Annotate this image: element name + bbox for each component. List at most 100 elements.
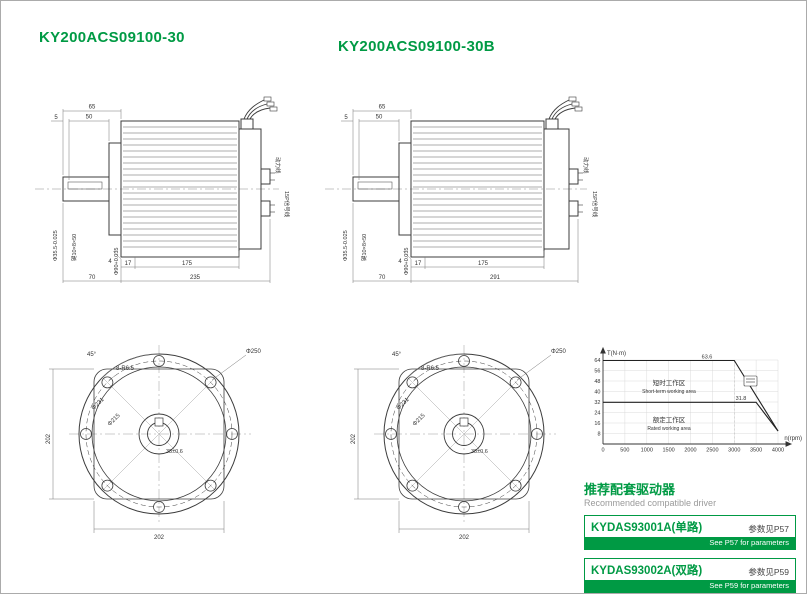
dim-outer-dia: Φ250 (246, 349, 261, 355)
dimension-lines (341, 109, 579, 283)
dim-key: 38±0.6 (166, 449, 183, 455)
dim-pilot-dia: Φ90+0.035 (114, 248, 120, 275)
flange-view-left: 45° Φ250 8-R6.5 Φ231 Φ215 38±0.6 202 202 (46, 345, 261, 541)
x-tick: 0 (601, 448, 604, 454)
dim-pilot: Φ215 (412, 412, 427, 427)
dim-key-spec: 键10×8×50 (360, 234, 368, 261)
centerlines (69, 345, 251, 525)
driver-param-2-cn: 参数见P59 (748, 567, 789, 577)
dim-overall-291: 291 (490, 275, 501, 281)
driver-model-2: KYDAS93002A(双路) (591, 565, 703, 577)
x-tick: 3500 (750, 448, 762, 454)
dimension-lines (51, 109, 271, 283)
chart-y-axis-label: T(N·m) (607, 351, 626, 357)
driver-badge-2: KYDAS93002A(双路) 参数见P59 See P59 for param… (584, 558, 796, 593)
driver-badge-2-row: KYDAS93002A(双路) 参数见P59 (585, 559, 795, 580)
dimension-lines (49, 353, 247, 533)
peak-torque-value: 63.6 (702, 355, 713, 361)
dim-5: 5 (54, 115, 58, 121)
motor-wires (548, 96, 583, 120)
x-tick: 1000 (641, 448, 653, 454)
y-tick: 32 (594, 400, 600, 406)
rated-area-label-cn: 额定工作区 (653, 415, 686, 424)
motor-outline (62, 118, 275, 258)
dim-65: 65 (89, 105, 96, 111)
flange-view-right: 45° Φ250 8-R6.5 Φ231 Φ215 38±0.6 202 202 (351, 345, 566, 541)
driver-section: 推荐配套驱动器 Recommended compatible driver KY… (584, 482, 796, 593)
motor-icon (743, 375, 758, 387)
label-signal-wire: 15P信号线 (283, 191, 291, 218)
label-power-wire: 动力线 (274, 157, 282, 174)
dim-key: 38±0.6 (471, 449, 488, 455)
dim-5: 5 (344, 115, 348, 121)
dim-shaft-dia: Φ35.5-0.025 (53, 230, 59, 261)
model-title-right: KY200ACS09100-30B (338, 38, 495, 55)
chart-y-ticks: 8 16 24 32 40 48 56 64 (594, 358, 600, 438)
dim-pilot-dia: Φ90+0.035 (404, 248, 410, 275)
dim-4: 4 (398, 259, 402, 265)
rated-torque-line (603, 401, 779, 432)
x-tick: 500 (620, 448, 629, 454)
motor-fins (413, 126, 542, 248)
y-tick: 8 (597, 432, 600, 438)
driver-badge-1: KYDAS93001A(单路) 参数见P57 See P57 for param… (584, 515, 796, 550)
dim-bolt-circle: Φ231 (396, 396, 411, 411)
dim-175: 175 (478, 261, 489, 267)
y-tick: 56 (594, 369, 600, 375)
dim-overall-235: 235 (190, 275, 201, 281)
short-term-area-label-en: Short-term working area (642, 389, 696, 395)
dim-width: 202 (154, 535, 165, 541)
x-tick: 3000 (728, 448, 740, 454)
x-tick: 2000 (684, 448, 696, 454)
dim-17: 17 (415, 261, 422, 267)
dim-50: 50 (86, 115, 93, 121)
dim-key-spec: 键10×8×50 (70, 234, 78, 261)
driver-title-en: Recommended compatible driver (584, 498, 717, 508)
dim-height: 202 (351, 433, 357, 444)
short-term-area-label-cn: 短时工作区 (653, 378, 686, 387)
rated-area-label-en: Rated working area (647, 426, 691, 432)
driver-param-2-en: See P59 for parameters (585, 580, 795, 592)
dim-angle: 45° (87, 352, 97, 358)
driver-param-1-en: See P57 for parameters (585, 537, 795, 549)
dim-shaft-dia: Φ35.5-0.025 (343, 230, 349, 261)
dim-outer-dia: Φ250 (551, 349, 566, 355)
dim-bolt-circle: Φ231 (91, 396, 106, 411)
y-tick: 64 (594, 358, 600, 364)
label-power-wire: 动力线 (582, 157, 590, 174)
y-tick: 48 (594, 379, 600, 385)
chart-x-axis-label: n(rpm) (784, 436, 802, 442)
motor-fins (123, 126, 237, 248)
dim-holes: 8-R6.5 (421, 366, 440, 372)
dimension-lines (354, 353, 552, 533)
driver-model-1: KYDAS93001A(单路) (591, 522, 703, 534)
dim-17: 17 (125, 261, 132, 267)
model-title-left: KY200ACS09100-30 (39, 29, 185, 46)
dim-70: 70 (379, 275, 386, 281)
dimension-texts: 45° Φ250 8-R6.5 Φ231 Φ215 38±0.6 202 202 (46, 349, 261, 541)
dim-pilot: Φ215 (107, 412, 122, 427)
dimension-texts: 45° Φ250 8-R6.5 Φ231 Φ215 38±0.6 202 202 (351, 349, 566, 541)
dim-65: 65 (379, 105, 386, 111)
y-tick: 24 (594, 411, 600, 417)
motor-wires (243, 96, 278, 120)
dimension-texts: 65 50 5 Φ35.5-0.025 键10×8×50 Φ90+0.035 4… (53, 105, 291, 282)
x-tick: 2500 (706, 448, 718, 454)
x-tick: 4000 (772, 448, 784, 454)
chart-axes (600, 346, 793, 447)
side-view-drawing-right: 65 50 5 Φ35.5-0.025 键10×8×50 Φ90+0.035 4… (325, 96, 599, 283)
y-tick: 40 (594, 390, 600, 396)
dim-70: 70 (89, 275, 96, 281)
y-tick: 16 (594, 421, 600, 427)
dim-175: 175 (182, 261, 193, 267)
driver-title-cn: 推荐配套驱动器 (584, 482, 676, 497)
driver-param-1-cn: 参数见P57 (748, 524, 789, 534)
dim-height: 202 (46, 433, 52, 444)
dim-width: 202 (459, 535, 470, 541)
centerlines (374, 345, 556, 525)
side-view-drawing-left: 65 50 5 Φ35.5-0.025 键10×8×50 Φ90+0.035 4… (35, 96, 291, 283)
peak-torque-line (603, 359, 779, 432)
rated-torque-value: 31.8 (736, 396, 747, 402)
chart-x-ticks: 0 500 1000 1500 2000 2500 3000 3500 4000 (601, 448, 784, 454)
